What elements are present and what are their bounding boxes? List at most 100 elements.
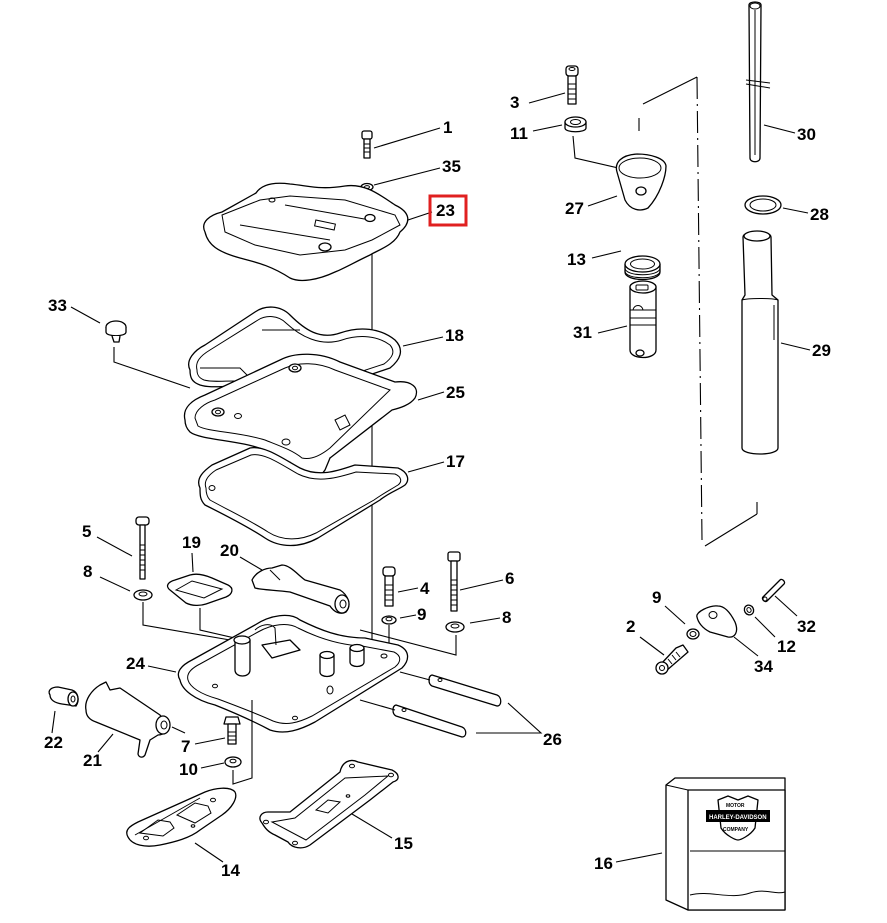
leader-8-left-path bbox=[142, 602, 231, 641]
callout-20[interactable]: 20 bbox=[220, 541, 239, 560]
callout-32[interactable]: 32 bbox=[797, 617, 816, 636]
leader-2 bbox=[639, 636, 665, 656]
leader-31 bbox=[597, 325, 628, 334]
callout-4[interactable]: 4 bbox=[420, 579, 430, 598]
bracket-dashed-line bbox=[696, 76, 703, 541]
leader-20 bbox=[239, 556, 263, 571]
part-11-washer[interactable] bbox=[564, 116, 587, 133]
part-5-bolt[interactable] bbox=[135, 516, 150, 580]
leader-9-right bbox=[664, 605, 686, 625]
part-28-o-ring[interactable] bbox=[744, 195, 782, 215]
leader-35 bbox=[373, 167, 441, 186]
part-26-pins[interactable] bbox=[392, 674, 502, 738]
part-32-pin[interactable] bbox=[761, 578, 786, 603]
part-27-retainer[interactable] bbox=[615, 153, 667, 211]
leader-9-center bbox=[399, 614, 417, 619]
callout-10[interactable]: 10 bbox=[179, 760, 198, 779]
part-21-rocker-arm[interactable] bbox=[85, 681, 171, 758]
callout-33[interactable]: 33 bbox=[48, 296, 67, 315]
callout-14[interactable]: 14 bbox=[221, 861, 240, 880]
part-30-push-rod[interactable] bbox=[745, 1, 771, 163]
part-13-seal[interactable] bbox=[624, 255, 661, 281]
callout-15[interactable]: 15 bbox=[394, 834, 413, 853]
callout-21[interactable]: 21 bbox=[83, 751, 102, 770]
leader-3 bbox=[528, 92, 566, 104]
part-9-washer-right[interactable] bbox=[686, 628, 700, 640]
part-12-washer[interactable] bbox=[743, 603, 756, 616]
callout-30[interactable]: 30 bbox=[797, 125, 816, 144]
callout-25[interactable]: 25 bbox=[446, 383, 465, 402]
callout-9-right[interactable]: 9 bbox=[652, 588, 661, 607]
part-31-tappet[interactable] bbox=[629, 280, 657, 359]
callout-5[interactable]: 5 bbox=[82, 522, 91, 541]
leader-16 bbox=[615, 852, 663, 863]
leader-25 bbox=[417, 391, 445, 401]
part-33-plug[interactable] bbox=[105, 320, 127, 343]
callout-3[interactable]: 3 bbox=[510, 93, 519, 112]
part-17-gasket[interactable] bbox=[198, 447, 409, 547]
part-14-gasket-plate[interactable] bbox=[126, 787, 237, 847]
leader-28 bbox=[782, 207, 809, 214]
callout-31[interactable]: 31 bbox=[573, 323, 592, 342]
leader-10-path bbox=[232, 700, 253, 785]
part-34-bracket[interactable] bbox=[696, 605, 738, 638]
leader-11 bbox=[532, 124, 563, 132]
leader-18 bbox=[402, 336, 444, 347]
callout-16[interactable]: 16 bbox=[594, 854, 613, 873]
callout-12[interactable]: 12 bbox=[777, 637, 796, 656]
callout-22[interactable]: 22 bbox=[44, 733, 63, 752]
part-6-bolt[interactable] bbox=[447, 551, 461, 612]
part-19-gasket[interactable] bbox=[166, 573, 233, 607]
callout-1[interactable]: 1 bbox=[443, 118, 452, 137]
callout-6[interactable]: 6 bbox=[505, 569, 514, 588]
leader-7-axis bbox=[171, 726, 186, 734]
part-3-screw[interactable] bbox=[565, 65, 579, 105]
logo-top-text: MOTOR bbox=[726, 803, 745, 809]
leader-26-pin-top-axis bbox=[399, 671, 431, 681]
leader-33-path bbox=[113, 347, 191, 389]
callout-24[interactable]: 24 bbox=[126, 654, 145, 673]
callout-19[interactable]: 19 bbox=[182, 533, 201, 552]
callout-17[interactable]: 17 bbox=[446, 452, 465, 471]
part-2-bolt[interactable] bbox=[655, 644, 689, 675]
callout-34[interactable]: 34 bbox=[754, 657, 773, 676]
part-7-bolt[interactable] bbox=[223, 716, 241, 745]
callout-9-center[interactable]: 9 bbox=[417, 605, 426, 624]
part-8-washer-left[interactable] bbox=[133, 589, 153, 601]
callout-28[interactable]: 28 bbox=[810, 205, 829, 224]
part-22-bushing[interactable] bbox=[48, 686, 79, 707]
leader-10 bbox=[200, 762, 225, 769]
callout-35[interactable]: 35 bbox=[442, 157, 461, 176]
part-16-manual[interactable]: MOTOR HARLEY-DAVIDSON COMPANY bbox=[665, 777, 786, 911]
part-1-screw[interactable] bbox=[361, 130, 373, 159]
part-24-rocker-support[interactable] bbox=[177, 614, 409, 733]
leader-26-pin-bottom-axis bbox=[359, 699, 396, 711]
part-9-washer-center[interactable] bbox=[381, 615, 397, 625]
leader-5 bbox=[96, 536, 133, 557]
callout-7[interactable]: 7 bbox=[181, 737, 190, 756]
callout-23[interactable]: 23 bbox=[436, 201, 455, 220]
leader-12 bbox=[754, 616, 776, 638]
part-10-washer[interactable] bbox=[224, 756, 242, 768]
callout-11[interactable]: 11 bbox=[510, 124, 528, 143]
callout-26[interactable]: 26 bbox=[543, 730, 562, 749]
part-20-rocker-arm[interactable] bbox=[251, 564, 350, 614]
callout-29[interactable]: 29 bbox=[812, 341, 831, 360]
leader-26 bbox=[476, 702, 543, 734]
part-8-washer-right[interactable] bbox=[445, 621, 465, 633]
part-15-gasket-plate[interactable] bbox=[259, 759, 399, 849]
logo-bottom-text: COMPANY bbox=[723, 827, 749, 833]
part-29-push-rod-tube[interactable] bbox=[741, 230, 779, 455]
callout-8-right[interactable]: 8 bbox=[502, 608, 511, 627]
callout-18[interactable]: 18 bbox=[445, 326, 464, 345]
callout-27[interactable]: 27 bbox=[565, 199, 584, 218]
part-23-top-cover[interactable] bbox=[203, 182, 409, 282]
leader-4 bbox=[397, 587, 419, 593]
bracket-top-line bbox=[642, 76, 698, 105]
leader-33 bbox=[70, 306, 101, 324]
callout-2[interactable]: 2 bbox=[626, 617, 635, 636]
callout-8-left[interactable]: 8 bbox=[83, 562, 92, 581]
part-4-screw[interactable] bbox=[382, 566, 396, 607]
callout-13[interactable]: 13 bbox=[567, 250, 586, 269]
